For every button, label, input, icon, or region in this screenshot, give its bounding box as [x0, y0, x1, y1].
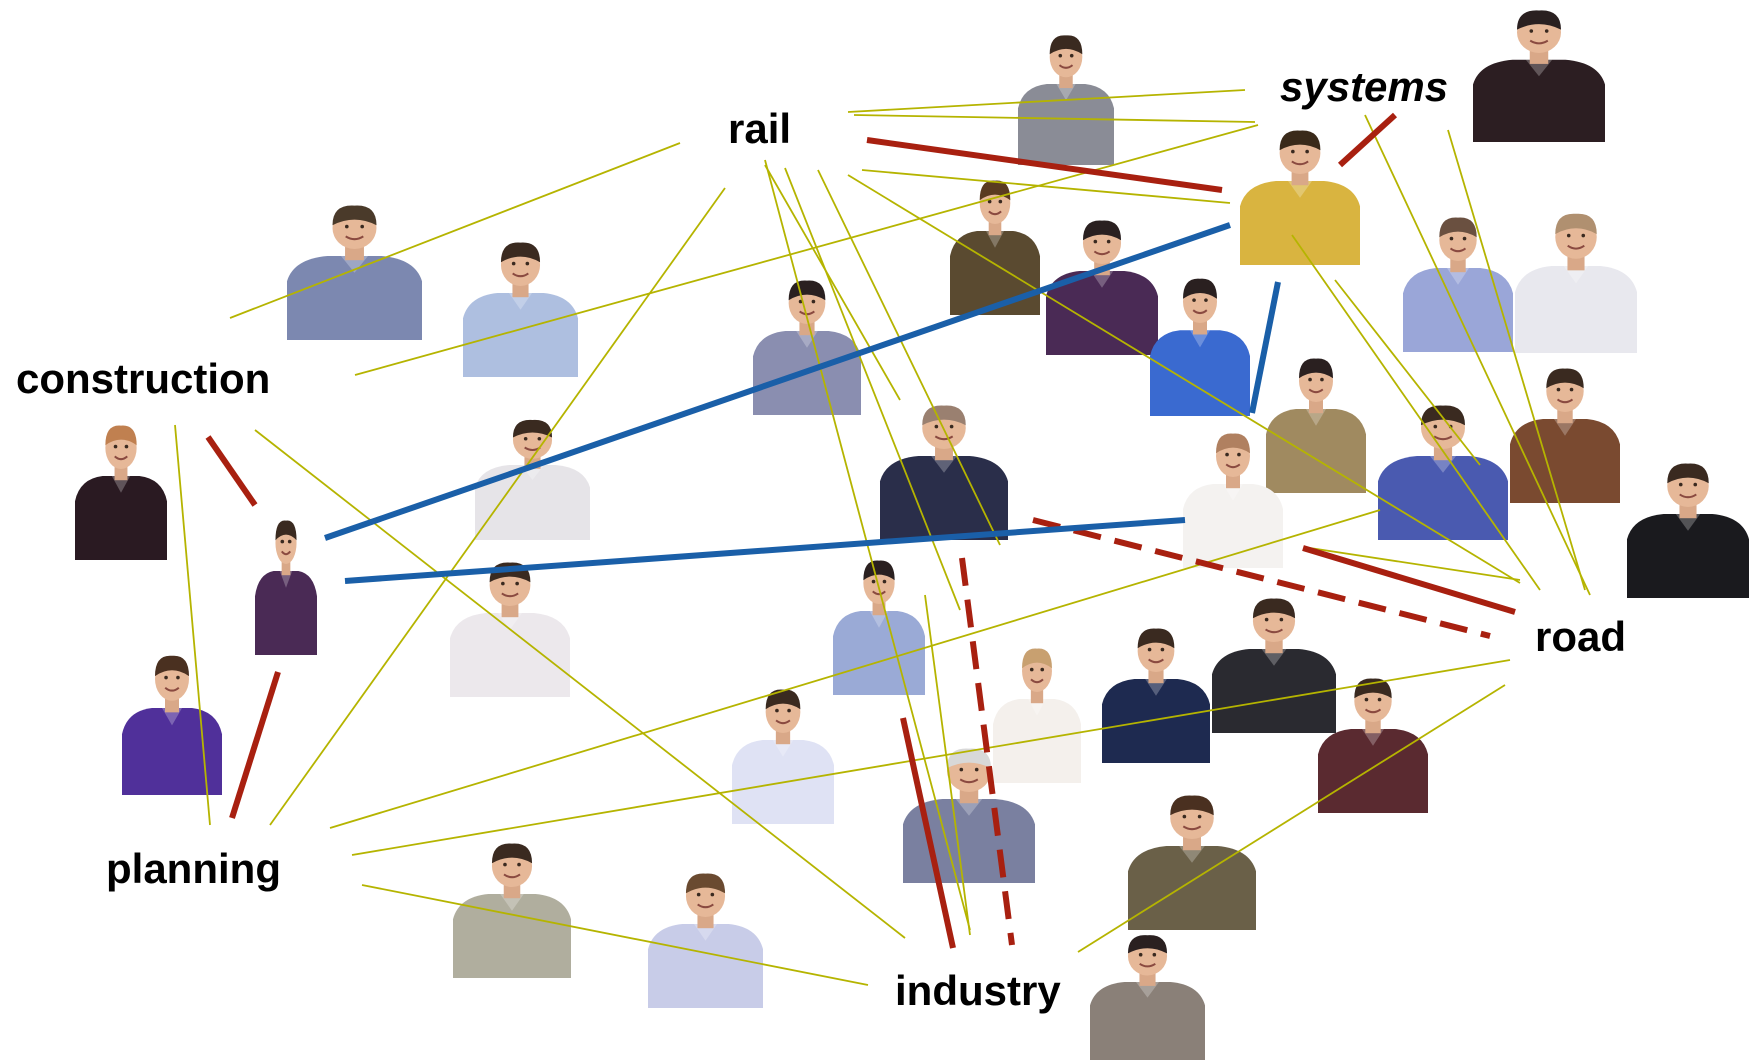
person-shirt	[1150, 330, 1250, 416]
person-photo	[1128, 795, 1256, 930]
person-shirt	[122, 708, 222, 795]
person-photo	[1102, 628, 1210, 763]
person-photo	[950, 180, 1040, 315]
person-photo	[1046, 220, 1158, 355]
thin-link-line	[861, 169, 1231, 204]
person-photo	[1150, 278, 1250, 416]
red-link-line	[1032, 517, 1491, 639]
label-rail: rail	[728, 105, 792, 152]
person-photo	[475, 419, 590, 540]
thin-link-line	[764, 164, 901, 401]
thin-link-line	[174, 424, 211, 826]
red-link-line	[1302, 545, 1516, 615]
person-shirt	[287, 256, 422, 340]
person-shirt	[1090, 982, 1205, 1060]
thin-connection-lines	[174, 89, 1591, 986]
people-layer	[75, 10, 1749, 1060]
person-photo	[1378, 405, 1508, 540]
person-photo	[75, 425, 167, 560]
person-photo	[1018, 35, 1114, 165]
person-photo	[1266, 358, 1366, 493]
thick-connection-lines	[205, 112, 1516, 949]
person-photo	[833, 560, 925, 695]
blue-link-line	[344, 517, 1186, 584]
thin-link-line	[924, 594, 971, 936]
person-photo	[1510, 368, 1620, 503]
person-shirt	[1240, 181, 1360, 265]
thin-link-line	[354, 124, 1259, 376]
person-shirt	[648, 924, 763, 1008]
person-shirt	[450, 613, 570, 697]
red-link-line	[900, 717, 956, 949]
person-photo	[1403, 217, 1513, 352]
person-photo	[1627, 463, 1749, 598]
thin-link-line	[351, 659, 1511, 856]
person-photo	[1515, 213, 1637, 353]
person-shirt	[880, 456, 1008, 540]
thin-link-line	[1334, 279, 1481, 466]
person-shirt	[1266, 409, 1366, 493]
person-photo	[1090, 935, 1205, 1060]
person-shirt	[1473, 59, 1605, 142]
thin-link-line	[1291, 234, 1541, 591]
person-photo	[122, 655, 222, 795]
thin-link-line	[847, 89, 1246, 113]
person-photo	[1240, 130, 1360, 265]
person-shirt	[993, 699, 1081, 783]
person-photo	[450, 562, 570, 697]
blue-link-line	[324, 222, 1231, 541]
thin-link-line	[1447, 129, 1586, 591]
person-photo	[287, 205, 422, 340]
thin-link-line	[817, 169, 1001, 546]
thin-link-line	[254, 429, 906, 939]
label-systems: systems	[1280, 63, 1449, 110]
thin-link-line	[1309, 547, 1521, 581]
thin-link-line	[229, 142, 681, 319]
thin-link-line	[1364, 114, 1591, 596]
thin-link-line	[847, 174, 1521, 584]
person-shirt	[1515, 266, 1637, 353]
red-link-line	[959, 557, 1015, 946]
person-shirt	[1128, 846, 1256, 930]
person-photo	[1473, 10, 1605, 142]
person-photo	[648, 873, 763, 1008]
person-shirt	[1378, 456, 1508, 540]
thin-link-line	[361, 884, 869, 986]
label-industry: industry	[895, 967, 1061, 1014]
person-shirt	[463, 293, 578, 377]
person-shirt	[453, 894, 571, 978]
person-photo	[732, 689, 834, 824]
person-shirt	[75, 476, 167, 560]
person-photo	[255, 520, 317, 655]
person-shirt	[475, 465, 590, 540]
thin-link-line	[853, 114, 1256, 123]
person-photo	[993, 648, 1081, 783]
person-shirt	[950, 231, 1040, 315]
person-photo	[753, 280, 861, 415]
person-shirt	[1018, 84, 1114, 165]
label-planning: planning	[106, 845, 281, 892]
person-shirt	[1102, 679, 1210, 763]
person-shirt	[1627, 514, 1749, 598]
person-photo	[463, 242, 578, 377]
label-construction: construction	[16, 355, 271, 402]
red-link-line	[1337, 112, 1398, 168]
person-photo	[1212, 598, 1336, 733]
person-shirt	[1212, 649, 1336, 733]
person-shirt	[1046, 271, 1158, 355]
person-shirt	[1403, 268, 1513, 352]
person-photo	[453, 843, 571, 978]
blue-link-line	[1249, 281, 1281, 414]
thin-link-line	[269, 187, 726, 826]
thin-link-line	[1077, 684, 1506, 953]
red-link-line	[205, 435, 258, 507]
red-link-line	[866, 137, 1223, 193]
red-link-line	[229, 671, 281, 819]
person-shirt	[255, 571, 317, 655]
person-photo	[880, 405, 1008, 540]
label-road: road	[1535, 613, 1627, 660]
